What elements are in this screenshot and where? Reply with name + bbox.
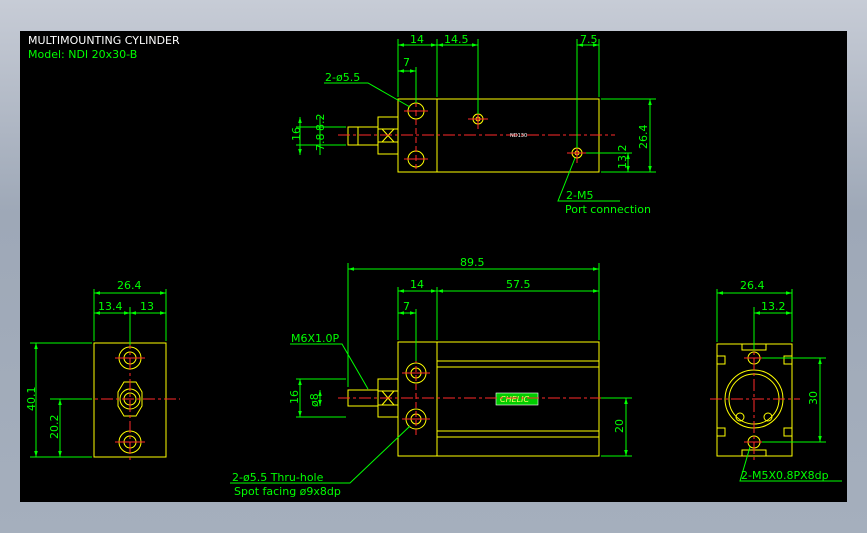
dim-top-14: 14 bbox=[410, 33, 424, 46]
chelic-logo bbox=[495, 392, 539, 406]
dim-top-13-2: 13.2 bbox=[616, 145, 629, 170]
top-hole-leader bbox=[324, 82, 411, 108]
right-view: 26.4 13.2 30 2-M5X0.8PX8dp bbox=[710, 279, 842, 482]
cad-drawing: MULTIMOUNTING CYLINDER Model: NDI 20x30-… bbox=[25, 33, 842, 498]
dim-top-16: 16 bbox=[290, 127, 303, 141]
top-view: ND130 14 14.5 7.5 7 2-ø5.5 16 7.8 8.2 26… bbox=[290, 33, 656, 216]
dim-top-7: 7 bbox=[403, 56, 410, 69]
dim-front-phi8: ø8 bbox=[308, 393, 321, 407]
front-hole-callout: 2-ø5.5 Thru-hole bbox=[232, 471, 324, 484]
top-port-callout: 2-M5 bbox=[566, 189, 593, 202]
dim-top-7-8: 7.8 bbox=[314, 134, 327, 152]
dim-front-14: 14 bbox=[410, 278, 424, 291]
dim-right-30: 30 bbox=[807, 391, 820, 405]
front-hole-leader bbox=[230, 425, 411, 484]
dim-top-14-5: 14.5 bbox=[444, 33, 469, 46]
dim-front-89-5: 89.5 bbox=[460, 256, 485, 269]
drawing-title: MULTIMOUNTING CYLINDER bbox=[28, 34, 180, 47]
top-rod-outline bbox=[347, 126, 379, 146]
top-port-leader bbox=[557, 157, 620, 202]
dim-left-20-2: 20.2 bbox=[48, 415, 61, 440]
right-thread-callout: 2-M5X0.8PX8dp bbox=[741, 469, 829, 482]
dim-left-40-1: 40.1 bbox=[25, 387, 38, 412]
right-thread-leader bbox=[739, 446, 842, 482]
dim-front-57-5: 57.5 bbox=[506, 278, 531, 291]
front-view: CHELIC 89.5 14 57.5 7 M6X1.0P 16 ø8 20 bbox=[230, 256, 632, 498]
dim-front-16: 16 bbox=[288, 390, 301, 404]
chelic-logo-text: CHELIC bbox=[500, 395, 529, 404]
top-port-note: Port connection bbox=[565, 203, 651, 216]
model-label: Model: NDI 20x30-B bbox=[28, 48, 137, 61]
dim-left-26-4: 26.4 bbox=[117, 279, 142, 292]
dim-left-13: 13 bbox=[140, 300, 154, 313]
front-spot-facing: Spot facing ø9x8dp bbox=[234, 485, 341, 498]
dim-front-20: 20 bbox=[613, 419, 626, 433]
dim-left-13-4: 13.4 bbox=[98, 300, 123, 313]
left-nut-hex bbox=[117, 381, 143, 417]
dim-right-26-4: 26.4 bbox=[740, 279, 765, 292]
dim-top-26-4: 26.4 bbox=[637, 125, 650, 150]
top-body-mark: ND130 bbox=[510, 133, 527, 139]
drawing-sheet: MULTIMOUNTING CYLINDER Model: NDI 20x30-… bbox=[20, 31, 847, 502]
dim-top-8-2: 8.2 bbox=[314, 114, 327, 132]
top-hole-callout: 2-ø5.5 bbox=[325, 71, 360, 84]
dim-front-7: 7 bbox=[403, 300, 410, 313]
dim-right-13-2: 13.2 bbox=[761, 300, 786, 313]
front-thread-callout: M6X1.0P bbox=[291, 332, 340, 345]
front-thread-leader bbox=[290, 343, 369, 390]
left-view: 26.4 13.4 13 40.1 20.2 bbox=[25, 279, 180, 463]
dim-top-7-5: 7.5 bbox=[580, 33, 598, 46]
